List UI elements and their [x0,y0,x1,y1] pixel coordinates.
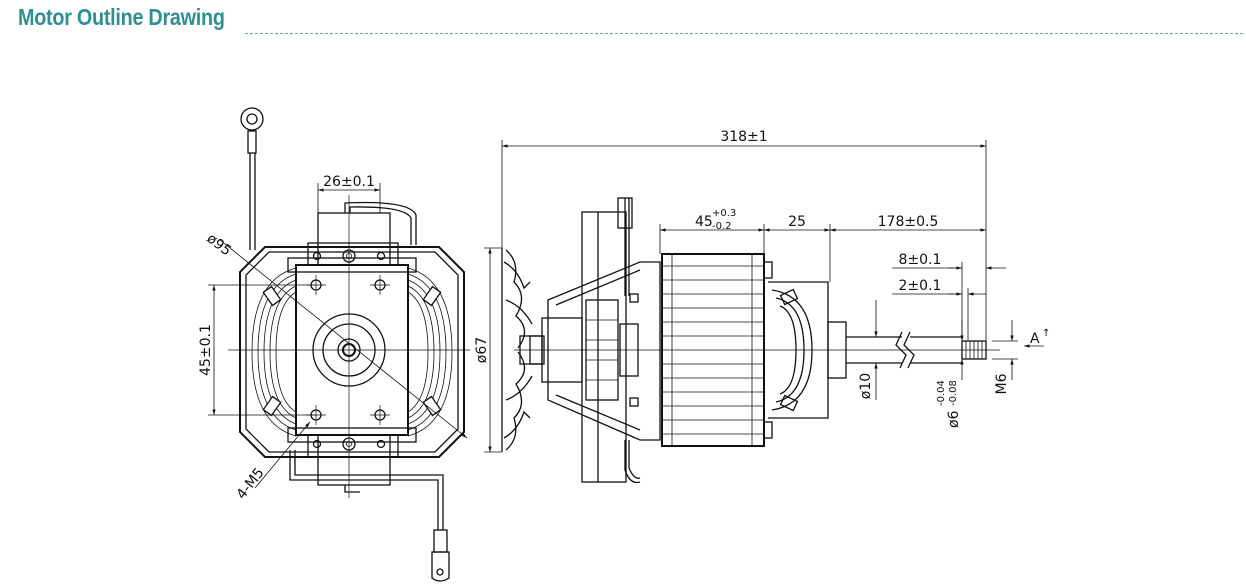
dim-tip-tol-upper: -0.04 [936,380,947,406]
winding-right [407,267,453,437]
page-title: Motor Outline Drawing [18,4,225,30]
front-view: 26±0.1 45±0.1 ø95 4-M5 [198,107,470,582]
dim-front-width: 26±0.1 [323,174,375,190]
side-bracket-front [547,197,661,484]
header: Motor Outline Drawing [0,0,1246,40]
section-arrow: ↑ [1042,328,1050,339]
dim-overall-length: 318±1 [720,129,767,145]
dim-flat-offset: 2±0.1 [899,278,942,294]
lead-wire-bottom [289,450,450,582]
dim-stack-tol-lower: -0.2 [712,221,732,232]
title-dashed-rule [245,33,1243,34]
section-label: A [1030,331,1040,347]
dim-stator-diameter: ø95 [204,231,235,260]
dim-fan-diameter: ø67 [474,337,490,363]
dim-tip-diameter: ø6 [946,410,962,428]
winding-left [251,267,297,437]
dim-stack-length: 45 [695,214,713,230]
dim-stack-tol-upper: +0.3 [712,208,736,219]
dim-bracket-length: 25 [788,214,806,230]
dim-thread: M6 [994,373,1010,394]
dim-shaft-length: 178±0.5 [878,214,939,230]
lead-wire-top [240,107,264,250]
stator-outline [239,246,465,458]
dim-shaft-diameter: ø10 [858,373,874,399]
dim-front-height: 45±0.1 [198,324,214,376]
dim-flat-length: 8±0.1 [899,252,942,268]
top-boss [317,212,391,266]
dim-mounting-holes: 4-M5 [234,465,268,502]
dim-tip-tol-lower: -0.08 [948,380,959,406]
side-view: 318±1 45 +0.3 -0.2 25 178±0.5 8±0.1 2±0.… [474,129,1050,484]
